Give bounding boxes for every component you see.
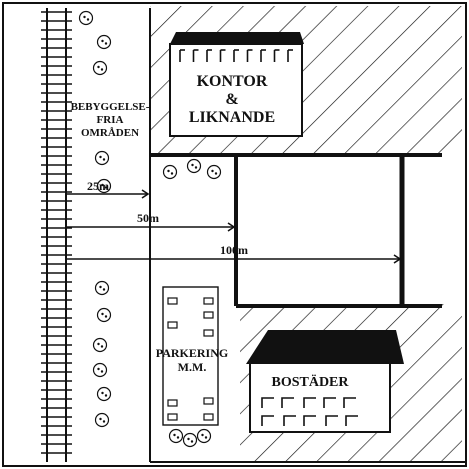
- tree-icon: [186, 158, 202, 174]
- tree-icon: [92, 337, 108, 353]
- office-label-line1: KONTOR: [197, 73, 268, 90]
- tree-icon: [168, 428, 184, 444]
- tree-icon: [182, 432, 198, 448]
- railway-track: [41, 8, 72, 462]
- free-zone-label-line2: FRIA: [97, 114, 124, 126]
- parking-label-line2: M.M.: [178, 360, 207, 374]
- free-zone-label-line1: BEBYGGELSE-: [71, 101, 150, 113]
- free-zone-label-line3: OMRÅDEN: [81, 127, 139, 139]
- tree-icon: [96, 386, 112, 402]
- parking-label-line1: PARKERING: [156, 346, 228, 360]
- tree-icon: [78, 10, 94, 26]
- tree-icon: [94, 150, 110, 166]
- tree-icon: [162, 164, 178, 180]
- housing-building: [246, 330, 404, 433]
- tree-icon: [94, 412, 110, 428]
- office-label-line3: LIKNANDE: [189, 109, 275, 126]
- tree-icon: [96, 34, 112, 50]
- office-building: [169, 32, 304, 137]
- tree-icon: [206, 164, 222, 180]
- tree-icon: [94, 280, 110, 296]
- tree-icon: [92, 60, 108, 76]
- distance-100m-label: 100m: [220, 243, 248, 257]
- parking-area: [162, 286, 219, 426]
- distance-25m-label: 25m: [87, 179, 109, 193]
- office-label-line2: &: [225, 91, 238, 108]
- distance-arrows: [66, 189, 402, 264]
- tree-symbols: [78, 10, 222, 448]
- tree-icon: [92, 362, 108, 378]
- tree-icon: [96, 178, 112, 194]
- distance-50m-label: 50m: [137, 211, 159, 225]
- tree-icon: [196, 428, 212, 444]
- tree-icon: [96, 307, 112, 323]
- housing-label: BOSTÄDER: [271, 374, 349, 390]
- road-network: [149, 8, 466, 463]
